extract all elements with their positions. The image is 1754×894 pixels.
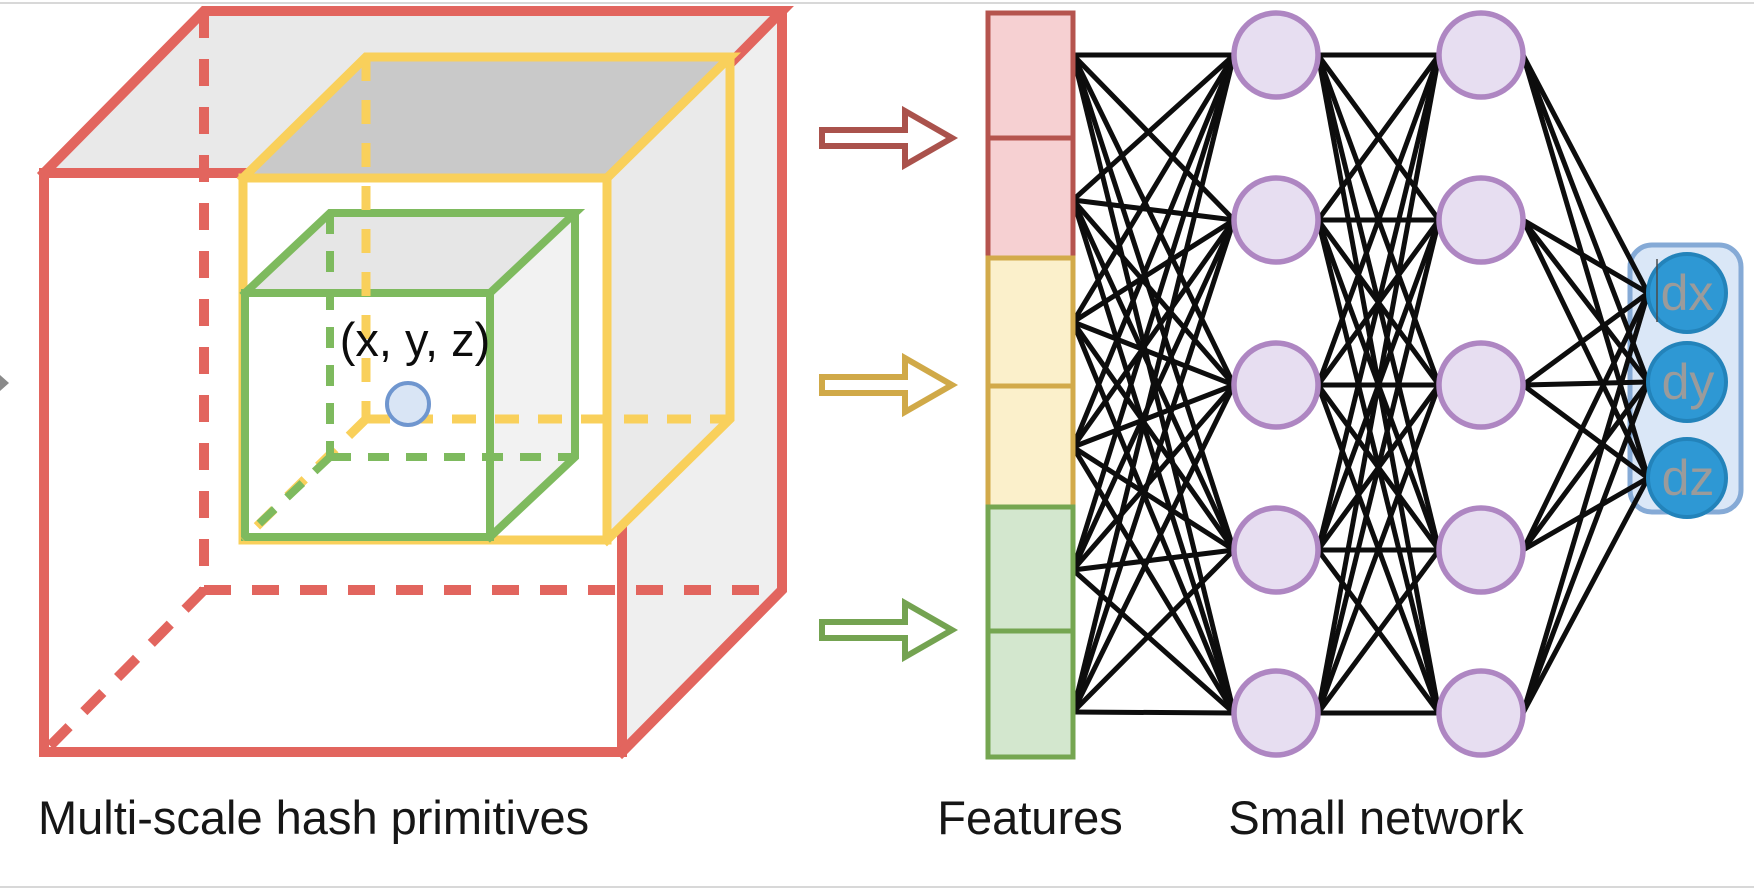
feature-block-0	[985, 10, 1076, 141]
feature-column	[985, 10, 1076, 760]
layer2-node-1	[1436, 175, 1526, 265]
feature-block-2	[985, 255, 1076, 389]
feature-block-1	[985, 135, 1076, 261]
caption-small-network: Small network	[1228, 791, 1524, 844]
output-circles	[1646, 252, 1728, 519]
cube-red-hidden-edges	[40, 11, 782, 756]
hidden-layer-2-nodes	[1436, 10, 1526, 758]
arrow-yellow	[819, 352, 959, 418]
output-label-dz: dz	[1661, 450, 1715, 506]
input-to-layer1-links	[1070, 52, 1237, 716]
layer1-node-4	[1231, 668, 1321, 758]
output-label-dy: dy	[1661, 354, 1715, 410]
query-point-label: (x, y, z)	[339, 313, 491, 366]
layer2-node-0	[1436, 10, 1526, 100]
arrow-red	[819, 105, 959, 171]
caption-multiscale-hash-primitives: Multi-scale hash primitives	[38, 791, 590, 844]
output-label-dx: dx	[1660, 265, 1714, 321]
output-circle-dy	[1646, 341, 1728, 423]
arrow-green	[819, 597, 959, 663]
query-point	[385, 381, 431, 427]
layer1-node-3	[1231, 505, 1321, 595]
layer1-node-1	[1231, 175, 1321, 265]
cube-green-hidden-edges	[242, 213, 575, 540]
layer2-to-output-links	[1520, 53, 1651, 715]
output-circle-dz	[1646, 437, 1728, 519]
left-edge-cursor-mark	[0, 375, 9, 391]
feature-block-5	[985, 628, 1076, 760]
layer1-node-0	[1231, 10, 1321, 100]
caption-features: Features	[937, 791, 1123, 844]
cube-green-right-face	[490, 213, 575, 537]
scale-arrows	[819, 105, 959, 663]
layer2-node-3	[1436, 505, 1526, 595]
layer1-to-layer2-links	[1315, 52, 1442, 716]
layer1-node-2	[1231, 340, 1321, 430]
output-circle-dx	[1646, 252, 1728, 334]
layer2-node-2	[1436, 340, 1526, 430]
hidden-layer-1-nodes	[1231, 10, 1321, 758]
feature-block-3	[985, 383, 1076, 510]
layer2-node-4	[1436, 668, 1526, 758]
feature-block-4	[985, 504, 1076, 634]
hash-cubes	[36, 6, 794, 760]
hidden-dashed-edges	[40, 11, 782, 756]
